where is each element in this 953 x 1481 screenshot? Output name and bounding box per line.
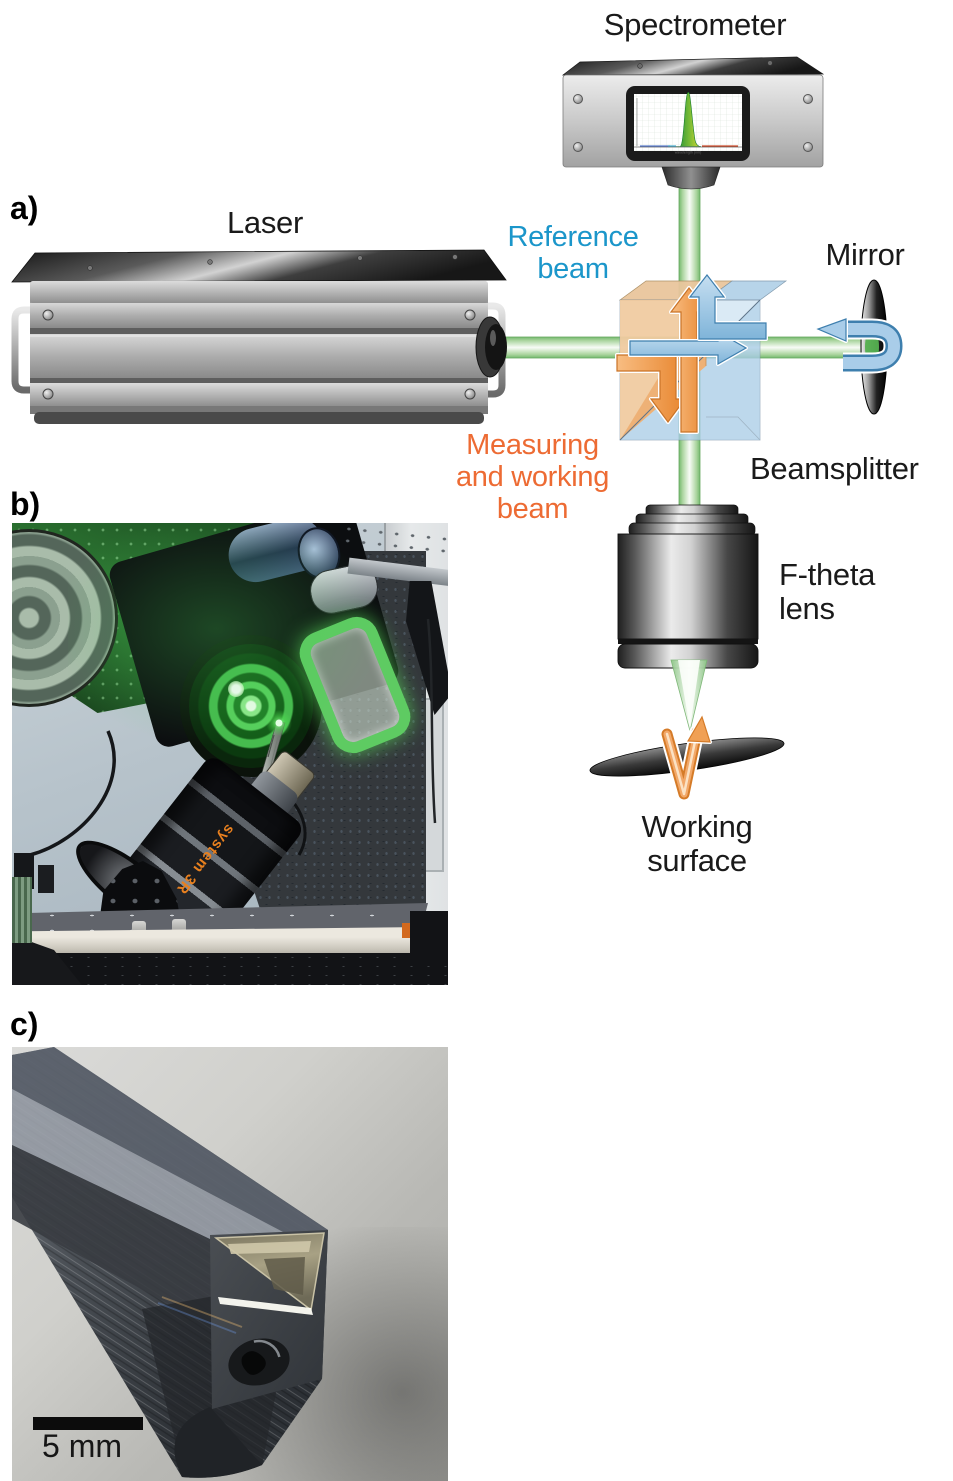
- laser-device: [11, 249, 507, 424]
- spectrometer-label: Spectrometer: [603, 7, 787, 42]
- green-extrusion: [12, 877, 32, 943]
- tool-rounded-tip: [174, 1407, 262, 1478]
- reference-beam-arrows: [628, 273, 905, 374]
- f-theta-lens-device: [617, 504, 759, 669]
- tool-top-facet: [12, 1047, 328, 1244]
- measuring-beam-label: Measuring and working beam: [455, 429, 610, 525]
- green-glowing-lens: [180, 635, 322, 777]
- scale-bar-label: 5 mm: [42, 1428, 122, 1464]
- f-theta-lens-label: F-theta lens: [779, 557, 876, 627]
- beamsplitter-label: Beamsplitter: [750, 451, 919, 486]
- tool-drawing: [12, 1047, 328, 1478]
- optic-post: [38, 865, 54, 893]
- photo-lab-setup: system 3R: [12, 523, 448, 985]
- panel-c-label: c): [10, 1006, 39, 1042]
- tool-bright-facet: [12, 1089, 306, 1281]
- lens-glint: [228, 681, 244, 697]
- spectrometer-xaxis-label: wavelength (nm): [675, 151, 702, 155]
- mirror-device: [860, 279, 888, 415]
- scale-bar: [33, 1417, 143, 1430]
- schematic-drawing: wavelength (nm): [11, 56, 905, 802]
- spectrometer-device: wavelength (nm): [561, 56, 825, 190]
- pocket-glint: [218, 1297, 313, 1315]
- spectrometer-input-port: [661, 166, 721, 190]
- working-beam-bounce-arrow: [659, 715, 712, 802]
- spectrometer-screen: wavelength (nm): [626, 86, 750, 161]
- spindle-brand-text: system 3R: [172, 820, 238, 898]
- laser-label: Laser: [226, 205, 304, 240]
- coolant-hole: [228, 1338, 290, 1386]
- panel-b-label: b): [10, 486, 41, 522]
- focus-cone: [670, 659, 708, 732]
- mirror-label: Mirror: [825, 237, 905, 272]
- working-surface-label: Working surface: [641, 809, 753, 879]
- spectrum-peak: [676, 91, 702, 147]
- optical-table-floor: [12, 953, 448, 985]
- photo-machined-tool: 5 mm: [12, 1047, 448, 1481]
- reference-beam-label: Reference beam: [507, 221, 639, 285]
- black-component: [410, 911, 448, 961]
- panel-a-label: a): [10, 190, 39, 226]
